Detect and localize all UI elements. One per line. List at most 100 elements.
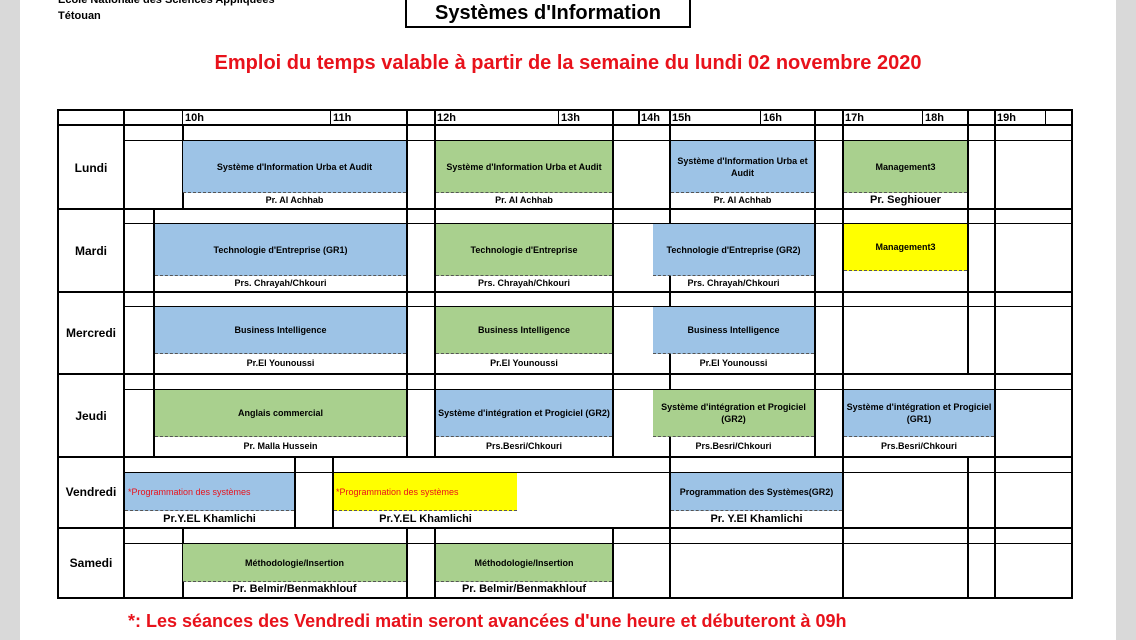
- professor-label: Prs. Chrayah/Chkouri: [234, 278, 327, 288]
- course-block[interactable]: Système d'Information Urba et Audit: [183, 141, 406, 193]
- grid-line: [57, 373, 1073, 375]
- grid-line: [57, 109, 59, 599]
- day-label-vendredi: Vendredi: [65, 485, 117, 499]
- grid-line: [406, 527, 408, 599]
- hour-label: 10h: [185, 112, 204, 124]
- course-block[interactable]: Business Intelligence: [436, 307, 612, 354]
- school-name: Ecole Nationale des Sciences Appliquées …: [58, 0, 275, 24]
- school-line-2: Tétouan: [58, 10, 101, 22]
- grid-line: [612, 124, 614, 457]
- grid-line: [57, 291, 1073, 293]
- grid-line: [434, 124, 436, 457]
- grid-line: [842, 110, 844, 125]
- grid-line: [57, 527, 1073, 529]
- grid-line: [57, 109, 1073, 111]
- professor-label: Pr. Belmir/Benmakhlouf: [232, 583, 357, 595]
- grid-line: [124, 140, 1072, 141]
- course-block[interactable]: Technologie d'Entreprise: [436, 224, 612, 276]
- course-block[interactable]: Méthodologie/Insertion: [436, 544, 612, 582]
- professor-label: Pr.El Younoussi: [490, 358, 558, 368]
- school-line-1: Ecole Nationale des Sciences Appliquées: [58, 0, 275, 6]
- professor-label: Pr. Al Achhab: [495, 195, 553, 205]
- course-block[interactable]: *Programmation des systèmes: [125, 473, 294, 511]
- hour-label: 12h: [437, 112, 456, 124]
- grid-line: [638, 110, 640, 125]
- professor-label: Prs. Chrayah/Chkouri: [687, 278, 780, 288]
- grid-line: [330, 110, 331, 125]
- grid-line: [842, 124, 844, 599]
- course-block[interactable]: Anglais commercial: [155, 390, 406, 437]
- day-label-samedi: Samedi: [69, 556, 113, 570]
- grid-line: [57, 208, 1073, 210]
- professor-label: Pr. Al Achhab: [713, 195, 772, 205]
- grid-line: [558, 110, 559, 125]
- course-block[interactable]: Système d'Information Urba et Audit: [436, 141, 612, 193]
- grid-line: [332, 456, 334, 528]
- footer-note: *: Les séances des Vendredi matin seront…: [128, 611, 847, 631]
- day-label-mardi: Mardi: [74, 244, 107, 258]
- grid-line: [124, 472, 1072, 473]
- grid-line: [922, 110, 923, 125]
- course-block[interactable]: Système d'intégration et Progiciel (GR1): [844, 390, 994, 437]
- hour-label: 19h: [997, 112, 1016, 124]
- professor-label: Pr.Y.EL Khamlichi: [163, 513, 256, 525]
- course-block[interactable]: Méthodologie/Insertion: [183, 544, 406, 582]
- professor-label: Prs.Besri/Chkouri: [485, 441, 563, 451]
- grid-line: [967, 110, 969, 125]
- grid-line: [294, 456, 296, 528]
- grid-line: [1071, 109, 1073, 599]
- course-block[interactable]: Business Intelligence: [653, 307, 814, 354]
- course-block[interactable]: Business Intelligence: [155, 307, 406, 354]
- course-block[interactable]: Système d'intégration et Progiciel (GR2): [653, 390, 814, 437]
- hour-label: 17h: [845, 112, 864, 124]
- grid-line: [967, 124, 969, 374]
- professor-label: Prs.Besri/Chkouri: [880, 441, 958, 451]
- professor-label: Pr. Seghiouer: [870, 194, 941, 206]
- day-label-mercredi: Mercredi: [65, 326, 117, 340]
- course-block[interactable]: Système d'Information Urba et Audit: [671, 141, 814, 193]
- day-label-jeudi: Jeudi: [75, 409, 107, 423]
- grid-line: [57, 124, 1073, 126]
- grid-line: [153, 208, 155, 457]
- course-block[interactable]: Management3: [844, 224, 967, 271]
- grid-line: [967, 456, 969, 599]
- grid-line: [994, 124, 996, 599]
- professor-label: Prs. Chrayah/Chkouri: [477, 278, 571, 288]
- grid-line: [57, 597, 1073, 599]
- course-block[interactable]: Technologie d'Entreprise (GR2): [653, 224, 814, 276]
- day-label-lundi: Lundi: [74, 161, 108, 175]
- grid-line: [612, 527, 614, 599]
- professor-label: Pr. Al Achhab: [265, 195, 324, 205]
- professor-label: Prs.Besri/Chkouri: [695, 441, 772, 451]
- course-block[interactable]: Technologie d'Entreprise (GR1): [155, 224, 406, 276]
- course-block[interactable]: Système d'intégration et Progiciel (GR2): [436, 390, 612, 437]
- course-block[interactable]: *Programmation des systèmes: [334, 473, 517, 511]
- grid-line: [434, 110, 436, 125]
- hour-label: 16h: [763, 112, 782, 124]
- professor-label: Pr.El Younoussi: [246, 358, 315, 368]
- page-title: Systèmes d'Information: [405, 0, 691, 28]
- hour-label: 13h: [561, 112, 580, 124]
- grid-line: [406, 124, 408, 457]
- grid-line: [612, 110, 614, 125]
- grid-line: [182, 110, 183, 125]
- hour-label: 14h: [641, 112, 660, 124]
- grid-line: [760, 110, 761, 125]
- hour-label: 15h: [672, 112, 691, 124]
- grid-line: [814, 124, 816, 457]
- professor-label: Pr. Y.El Khamlichi: [710, 513, 803, 525]
- course-block[interactable]: Management3: [844, 141, 967, 193]
- course-block[interactable]: Programmation des Systèmes(GR2): [671, 473, 842, 511]
- grid-line: [124, 306, 1072, 307]
- grid-line: [123, 109, 125, 599]
- grid-line: [124, 543, 1072, 544]
- professor-label: Pr. Malla Hussein: [243, 441, 318, 451]
- hour-label: 11h: [333, 112, 352, 124]
- grid-line: [994, 110, 996, 125]
- professor-label: Pr.El Younoussi: [699, 358, 768, 368]
- hour-label: 18h: [925, 112, 944, 124]
- grid-line: [434, 527, 436, 599]
- grid-line: [669, 124, 671, 599]
- professor-label: Pr. Belmir/Benmakhlouf: [461, 583, 587, 595]
